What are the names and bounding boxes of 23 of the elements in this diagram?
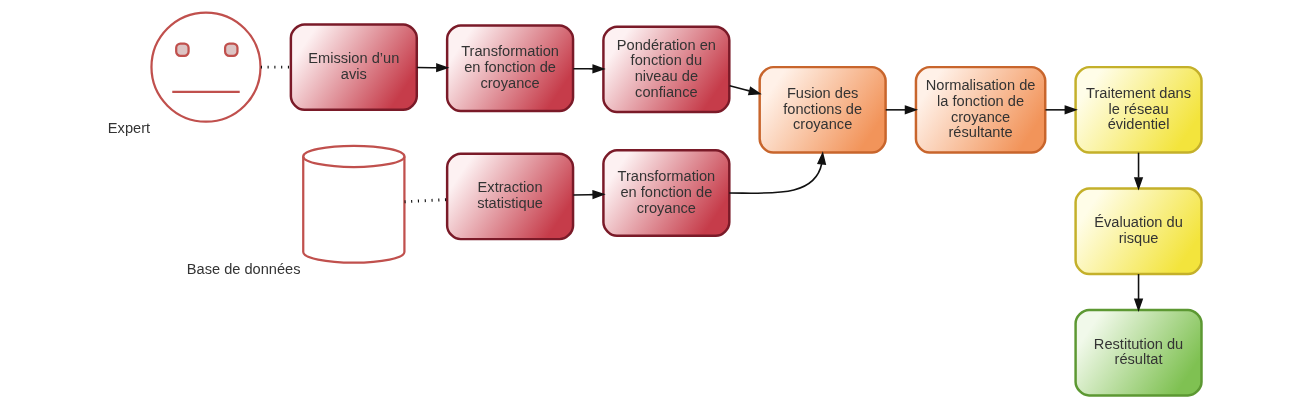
arrow — [1044, 105, 1078, 115]
arrow — [416, 63, 450, 73]
arrow — [1133, 151, 1144, 191]
node-box: Fusion des fonctions de croyance — [758, 65, 887, 154]
connector — [404, 198, 448, 204]
node-box: Extraction statistique — [445, 152, 575, 241]
arrow — [728, 151, 827, 195]
node-box: Évaluation du risque — [1074, 187, 1203, 276]
arrow — [572, 189, 606, 200]
arrow — [884, 105, 919, 115]
arrow — [728, 84, 762, 96]
node-box: Traitement dans le réseau évidentiel — [1074, 65, 1203, 154]
arrow — [572, 64, 606, 74]
node-box: Normalisation de la fonction de croyance résultante — [914, 65, 1047, 154]
node-box: Transformation en fonction de croyance — [445, 24, 575, 113]
node-label: Base de données — [186, 261, 301, 278]
node-label: Expert — [107, 120, 151, 137]
node-picture — [150, 11, 262, 123]
node-box: Pondération en fonction du niveau de confiance — [602, 25, 731, 114]
arrow — [1133, 273, 1144, 312]
node-box: Restitution du résultat — [1074, 308, 1203, 397]
node-box: Emission d’un avis — [289, 23, 419, 112]
node-box: Transformation en fonction de croyance — [602, 149, 731, 237]
